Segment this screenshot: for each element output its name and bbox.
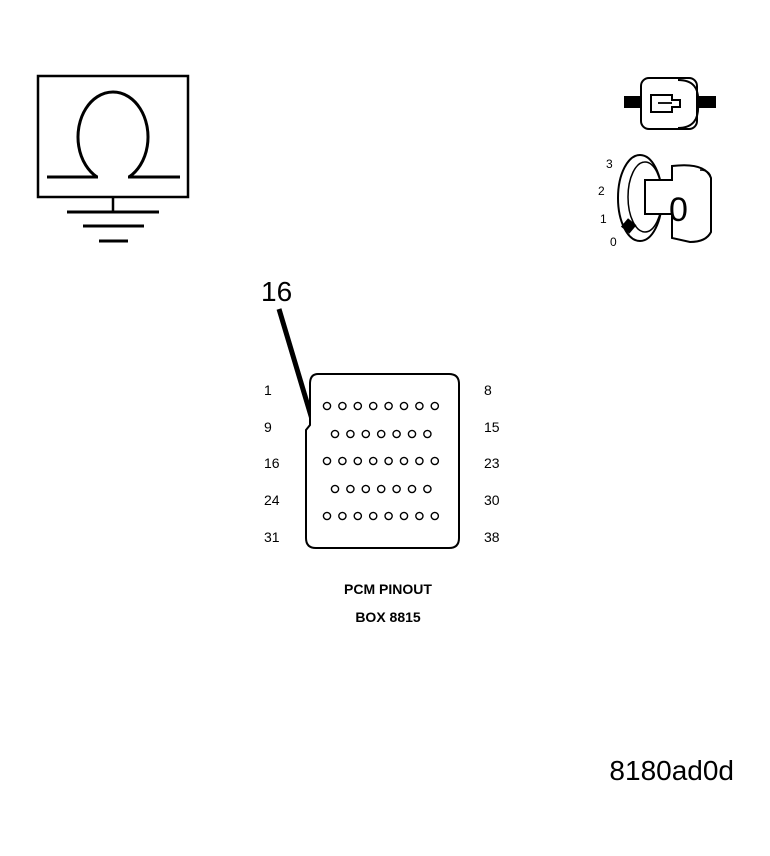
row-1-right-pin: 8 [484,382,492,398]
pin-18 [353,456,363,466]
row-4-left-pin: 24 [264,492,280,508]
pin-15 [423,429,432,439]
pin-19 [368,456,378,466]
ignition-position-marker [620,218,637,234]
pin-24 [330,484,340,494]
pin-22 [415,456,424,466]
pin-17 [338,456,347,466]
row-5-left-pin: 31 [264,529,280,545]
pin-31 [322,511,332,521]
callout-label: 16 [261,276,292,307]
row-3-left-pin: 16 [264,455,280,471]
pin-34 [368,511,378,521]
pin-numbers-right: 8 15 23 30 38 [484,382,500,545]
ignition-switch-icon: 3 2 1 0 0 [598,154,712,249]
caption-subtitle: BOX 8815 [355,609,421,625]
pin-7 [415,401,424,411]
pin-33 [353,511,363,521]
pin-21 [399,456,409,466]
pin-29 [407,484,417,494]
ignition-position-3: 3 [606,157,613,171]
pin-6 [399,401,409,411]
row-5-right-pin: 38 [484,529,500,545]
pin-2 [338,401,347,411]
pin-5 [384,401,393,411]
pcm-connector [305,373,460,549]
pin-16 [322,456,332,466]
pin-10 [346,429,355,439]
pin-grid [322,401,440,521]
row-1-left-pin: 1 [264,382,272,398]
pin-26 [361,484,371,494]
pin-14 [407,429,417,439]
pin-4 [368,401,378,411]
ignition-position-2: 2 [598,184,605,198]
pin-35 [384,511,393,521]
pin-23 [430,456,440,466]
pin-numbers-left: 1 9 16 24 31 [264,382,280,545]
pin-36 [399,511,409,521]
pin-12 [376,429,386,439]
connector-icon [624,77,716,130]
pin-1 [322,401,332,411]
figure-id: 8180ad0d [609,755,734,786]
row-2-right-pin: 15 [484,419,500,435]
pin-28 [392,484,401,494]
row-2-left-pin: 9 [264,419,272,435]
pin-30 [423,484,432,494]
ignition-position-1: 1 [600,212,607,226]
pin-38 [430,511,440,521]
pin-8 [430,401,440,411]
pin-27 [376,484,386,494]
row-3-right-pin: 23 [484,455,500,471]
pin-25 [346,484,355,494]
pin-20 [384,456,393,466]
pin-11 [361,429,371,439]
pin-3 [353,401,363,411]
ignition-key-label: 0 [669,191,688,229]
pin-32 [338,511,347,521]
pin-9 [330,429,340,439]
ignition-position-0: 0 [610,235,617,249]
caption-title: PCM PINOUT [344,581,432,597]
pin-13 [392,429,401,439]
ground-icon [67,210,159,243]
row-4-right-pin: 30 [484,492,500,508]
ohmmeter-icon [36,74,190,243]
pin-37 [415,511,424,521]
